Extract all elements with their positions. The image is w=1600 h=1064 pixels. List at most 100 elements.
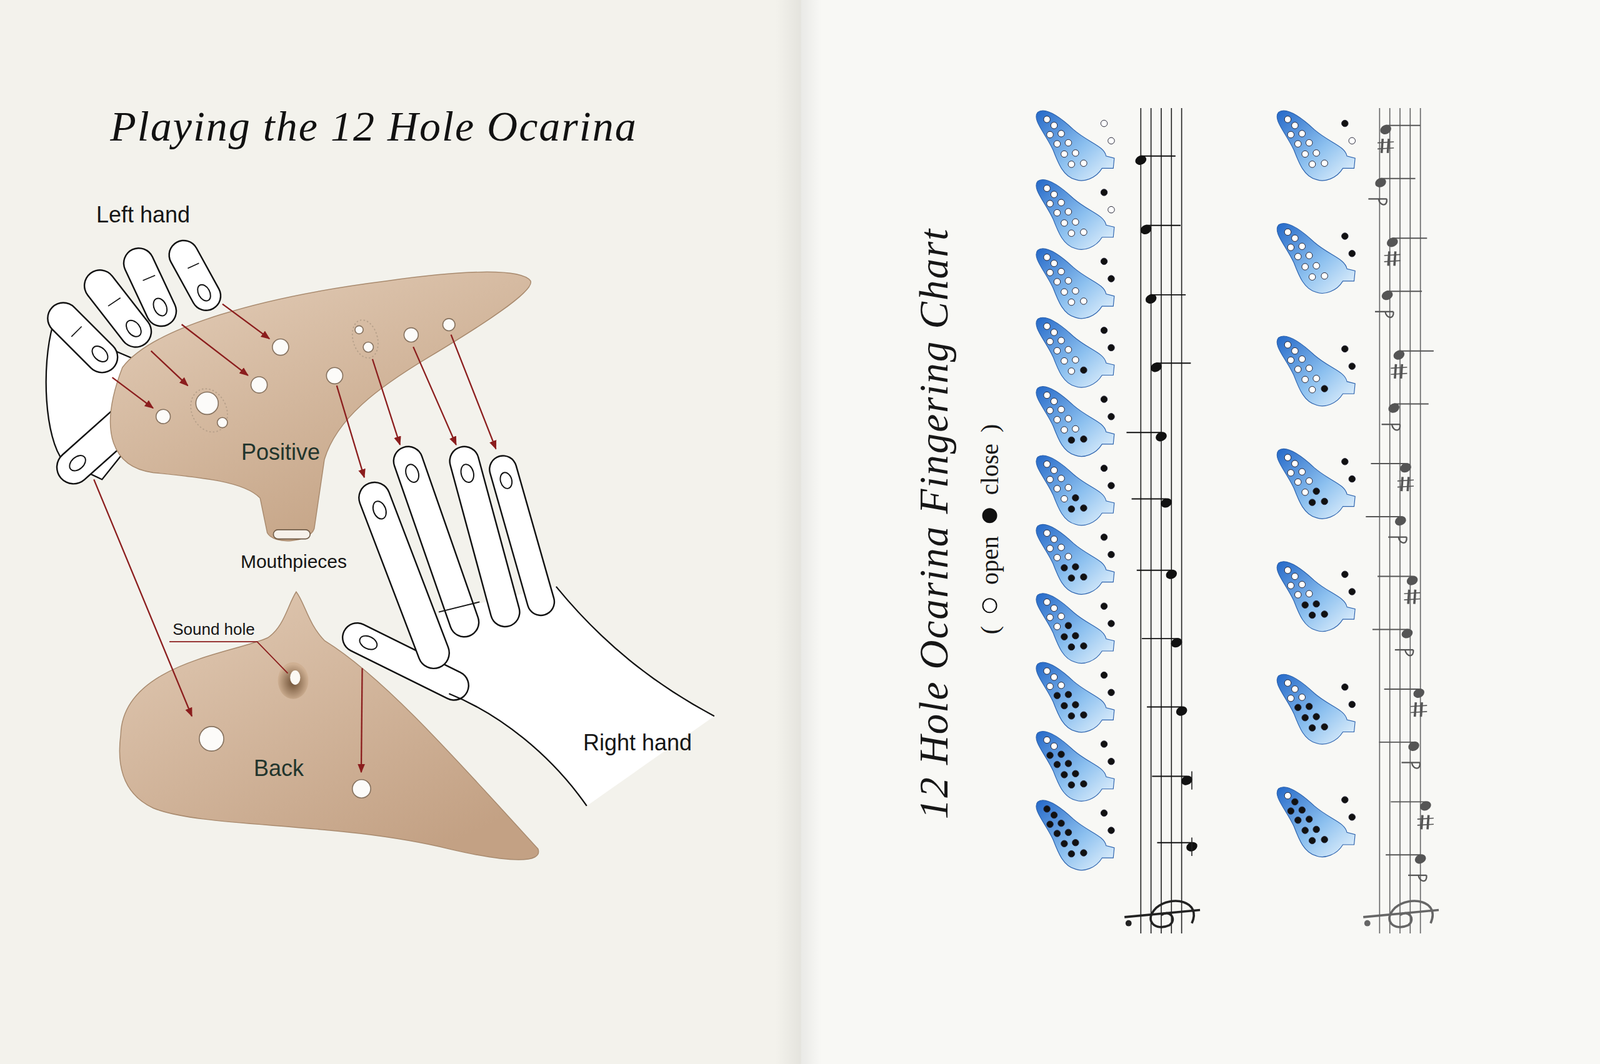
ocarina-outline bbox=[272, 339, 289, 356]
fingering-chart bbox=[1065, 277, 1072, 284]
fingering-chart bbox=[1287, 808, 1294, 815]
left-thumb bbox=[66, 452, 89, 474]
fingering-chart bbox=[1381, 423, 1400, 425]
fingering-chart bbox=[1043, 598, 1050, 605]
fingering-chart bbox=[1410, 705, 1427, 707]
fingering-chart bbox=[1080, 228, 1087, 235]
fingering-chart bbox=[1392, 237, 1428, 239]
finger-arrows bbox=[336, 385, 365, 478]
fingering-chart bbox=[1053, 140, 1060, 147]
fingering-chart bbox=[1046, 407, 1054, 414]
fingering-chart bbox=[1160, 108, 1162, 934]
fingering-chart bbox=[1321, 611, 1328, 618]
finger-arrows bbox=[181, 324, 249, 376]
ocarina-outline bbox=[217, 417, 228, 428]
fingering-chart bbox=[1321, 272, 1328, 279]
fingering-chart bbox=[1284, 341, 1291, 349]
fingering-chart bbox=[1395, 650, 1414, 656]
fingering-chart bbox=[1411, 763, 1420, 769]
fingering-chart bbox=[1053, 830, 1060, 837]
fingering-chart bbox=[1390, 373, 1407, 375]
fingering-chart bbox=[1061, 633, 1068, 640]
ocarina-outline bbox=[119, 591, 539, 860]
fingering-chart bbox=[1058, 130, 1065, 137]
fingering-chart bbox=[1050, 743, 1057, 750]
fingering-chart bbox=[1321, 723, 1328, 730]
fingering-chart bbox=[1348, 475, 1355, 482]
fingering-chart bbox=[1348, 363, 1355, 370]
label-holder: (openclose) bbox=[975, 424, 1005, 635]
fingering-chart bbox=[1417, 824, 1434, 826]
fingering-chart bbox=[1414, 590, 1416, 605]
fingering-chart bbox=[1284, 228, 1291, 235]
fingering-chart bbox=[1036, 110, 1115, 181]
fingering-chart bbox=[1401, 763, 1420, 769]
fingering-chart bbox=[1291, 686, 1299, 693]
fingering-chart bbox=[1080, 505, 1087, 512]
right-hand bbox=[503, 469, 541, 602]
fingering-chart bbox=[1043, 806, 1050, 813]
fingering-chart bbox=[1036, 180, 1115, 250]
fingering-chart bbox=[1377, 141, 1394, 144]
legend-text: open bbox=[975, 536, 1005, 585]
fingering-chart bbox=[1146, 706, 1182, 709]
fingering-chart bbox=[1108, 758, 1115, 765]
fingering-chart bbox=[1395, 649, 1414, 651]
fingering-chart bbox=[1036, 386, 1115, 457]
fingering-chart bbox=[1036, 524, 1115, 595]
fingering-chart bbox=[1058, 751, 1065, 758]
fingering-chart bbox=[1151, 776, 1187, 778]
fingering-chart bbox=[1072, 425, 1079, 432]
fingering-chart bbox=[1305, 252, 1312, 259]
fingering-chart bbox=[1390, 801, 1426, 803]
label-holder: 12 Hole Ocarina Fingering Chart bbox=[910, 228, 958, 820]
fingering-chart bbox=[1072, 218, 1079, 225]
fingering-chart bbox=[1046, 131, 1054, 138]
fingering-chart bbox=[1125, 920, 1132, 927]
right-hand bbox=[438, 601, 480, 612]
fingering-chart bbox=[1291, 235, 1299, 242]
left-fingers bbox=[63, 255, 214, 365]
fingering-chart bbox=[1058, 406, 1065, 413]
fingering-chart bbox=[1036, 731, 1115, 802]
fingering-chart bbox=[1405, 650, 1414, 656]
fingering-chart bbox=[1284, 454, 1291, 461]
fingering-chart bbox=[1050, 466, 1057, 474]
fingering-chart bbox=[1385, 854, 1421, 856]
ocarina-outline bbox=[156, 318, 455, 429]
fingering-chart bbox=[1065, 622, 1072, 629]
fingering-chart bbox=[1065, 553, 1072, 560]
fingering-chart bbox=[1100, 810, 1107, 817]
fingering-chart bbox=[1398, 350, 1434, 352]
chart-title: 12 Hole Ocarina Fingering Chart bbox=[910, 228, 958, 820]
fingering-chart bbox=[1065, 760, 1072, 767]
fingering-chart bbox=[1061, 840, 1068, 847]
fingering-chart bbox=[1418, 875, 1427, 882]
part-name: Positive bbox=[241, 439, 320, 466]
right-hand bbox=[438, 586, 715, 807]
fingering-chart bbox=[1068, 643, 1075, 650]
fingering-chart bbox=[1036, 662, 1115, 733]
part-label: Mouthpieces bbox=[240, 551, 347, 573]
right-page bbox=[801, 0, 1600, 1064]
left-fingers bbox=[123, 317, 145, 340]
label-holder: Playing the 12 Hole Ocarina bbox=[110, 101, 637, 152]
fingering-chart bbox=[1420, 702, 1422, 717]
fingering-chart bbox=[1298, 243, 1305, 250]
fingering-chart bbox=[1390, 364, 1407, 379]
fingering-chart bbox=[1131, 498, 1167, 500]
fingering-chart bbox=[1043, 323, 1050, 330]
fingering-chart bbox=[1046, 338, 1054, 345]
fingering-chart bbox=[1308, 386, 1315, 394]
fingering-chart bbox=[1287, 695, 1294, 702]
fingering-chart bbox=[1308, 161, 1315, 168]
ocarina-outline bbox=[326, 367, 343, 384]
fingering-chart bbox=[1061, 288, 1068, 295]
fingering-chart bbox=[1061, 565, 1068, 572]
fingering-chart bbox=[1387, 290, 1423, 292]
fingering-chart bbox=[1395, 364, 1397, 379]
fingering-chart bbox=[1410, 711, 1427, 714]
fingering-chart bbox=[1080, 711, 1087, 719]
